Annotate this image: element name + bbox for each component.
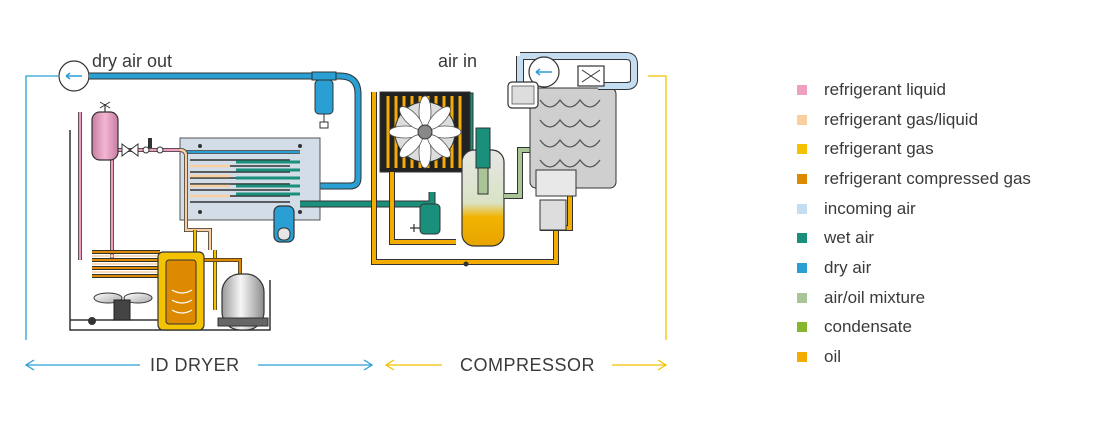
legend-swatch xyxy=(797,352,807,363)
dry-air-out-label: dry air out xyxy=(92,51,173,71)
legend-item: condensate xyxy=(797,313,1097,343)
condenser-fan-icon xyxy=(88,292,153,325)
color-legend: refrigerant liquid refrigerant gas/liquid… xyxy=(797,75,1097,372)
legend-swatch xyxy=(797,84,807,95)
air-filter xyxy=(507,81,539,109)
legend-label: condensate xyxy=(824,317,912,337)
condensate-drain xyxy=(410,203,441,235)
outlet-filter xyxy=(311,71,337,129)
air-intake-icon xyxy=(528,56,560,88)
legend-item: oil xyxy=(797,342,1097,372)
legend-item: refrigerant gas xyxy=(797,134,1097,164)
suction-accumulator xyxy=(157,251,205,331)
legend-label: dry air xyxy=(824,257,872,277)
dryer-boundary xyxy=(25,75,58,340)
cooling-fan-icon xyxy=(388,95,462,169)
refrigerant-compressor xyxy=(217,273,269,331)
legend-label: incoming air xyxy=(824,198,916,218)
legend-swatch xyxy=(797,203,807,214)
dryer-span-arrow xyxy=(24,359,374,371)
legend-label: refrigerant gas xyxy=(824,139,934,159)
legend-label: refrigerant liquid xyxy=(824,79,946,99)
legend-item: dry air xyxy=(797,253,1097,283)
compressor-label: COMPRESSOR xyxy=(460,355,596,375)
air-in-label: air in xyxy=(438,51,478,71)
inlet-valve xyxy=(577,65,605,87)
legend-swatch xyxy=(797,292,807,303)
legend-item: refrigerant liquid xyxy=(797,75,1097,105)
legend-swatch xyxy=(797,322,807,333)
legend-label: wet air xyxy=(824,228,875,248)
legend-swatch xyxy=(797,173,807,184)
refrigerant-receiver xyxy=(91,101,119,161)
water-separator xyxy=(273,205,295,243)
legend-item: wet air xyxy=(797,223,1097,253)
legend-label: oil xyxy=(824,347,842,367)
legend-item: refrigerant compressed gas xyxy=(797,164,1097,194)
expansion-valve xyxy=(121,143,164,157)
legend-item: air/oil mixture xyxy=(797,283,1097,313)
legend-label: air/oil mixture xyxy=(824,287,926,307)
dry-air-outlet-pipe xyxy=(89,72,362,190)
heat-exchanger xyxy=(179,137,321,221)
legend-swatch xyxy=(797,262,807,273)
legend-item: refrigerant gas/liquid xyxy=(797,105,1097,135)
screw-element xyxy=(529,87,617,231)
legend-swatch xyxy=(797,114,807,125)
condenser-coil xyxy=(92,250,160,278)
compressor-span-arrow xyxy=(384,359,668,371)
legend-item: incoming air xyxy=(797,194,1097,224)
legend-label: refrigerant compressed gas xyxy=(824,168,1031,188)
legend-label: refrigerant gas/liquid xyxy=(824,109,979,129)
legend-swatch xyxy=(797,144,807,155)
compressor-boundary xyxy=(648,75,667,340)
id-dryer-label: ID DRYER xyxy=(150,355,240,375)
legend-swatch xyxy=(797,233,807,244)
incoming-air-pipe xyxy=(516,52,638,90)
